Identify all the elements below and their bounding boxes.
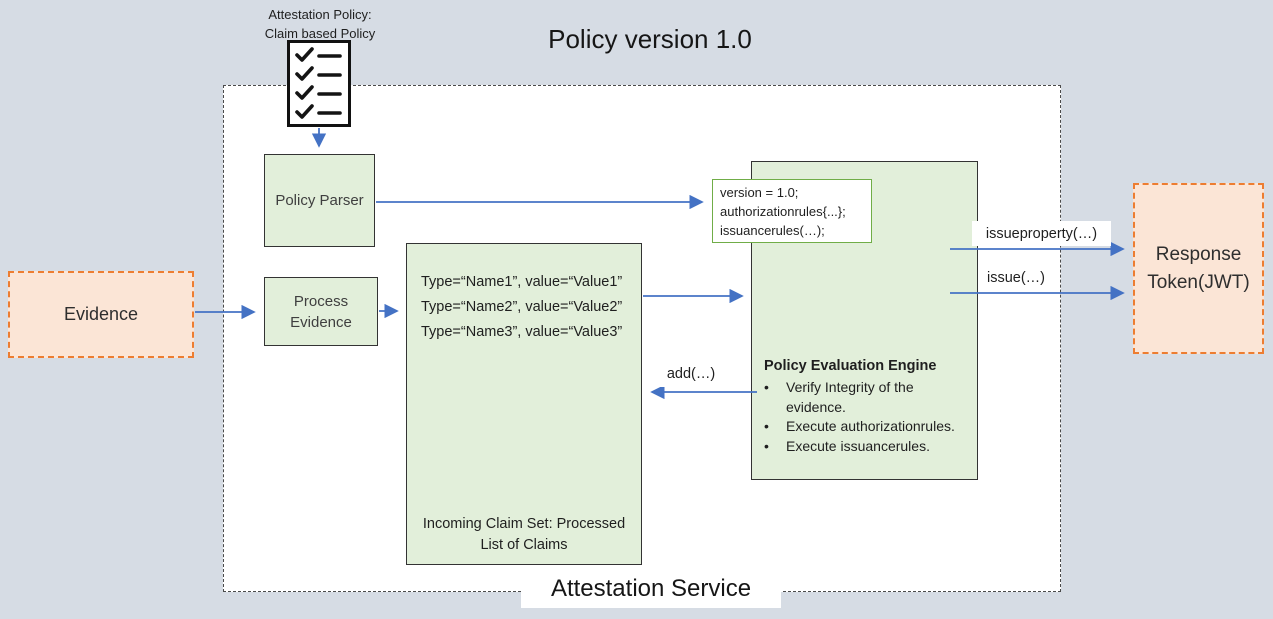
claim-line: Type=“Name3”, value=“Value3” — [421, 324, 623, 340]
page-title: Policy version 1.0 — [548, 24, 752, 54]
bullet-glyph: • — [764, 379, 769, 395]
claims-box-footer-line2: List of Claims — [480, 537, 568, 553]
bullet-text: Execute issuancerules. — [786, 437, 930, 454]
bullet-glyph: • — [764, 418, 769, 434]
response-token-label-line1: Response — [1155, 243, 1242, 265]
bullet-text: Verify Integrity of the evidence. — [786, 379, 914, 415]
evaluation-engine-bullet: • Verify Integrity of the evidence. — [764, 378, 969, 417]
process-evidence-label-line2: Evidence — [290, 313, 352, 331]
evidence-box: Evidence — [8, 271, 194, 358]
attestation-service-label: Attestation Service — [521, 570, 781, 608]
evidence-label: Evidence — [63, 304, 139, 324]
issueproperty-arrow-label: issueproperty(…) — [972, 221, 1111, 246]
policy-rules-box: version = 1.0; authorizationrules{...}; … — [712, 179, 872, 243]
checklist-icon — [287, 40, 351, 127]
checklist-icon-glyph — [295, 47, 342, 119]
policy-evaluation-engine-text: Policy Evaluation Engine • Verify Integr… — [764, 358, 969, 456]
bullet-text: Execute authorizationrules. — [786, 418, 955, 434]
claim-line: Type=“Name2”, value=“Value2” — [421, 299, 623, 315]
incoming-claim-set-box: Type=“Name1”, value=“Value1” Type=“Name2… — [406, 243, 642, 565]
policy-rules-line: issuancerules(…); — [720, 223, 825, 238]
attestation-policy-caption-line1: Attestation Policy: — [268, 7, 372, 22]
claims-box-footer-line1: Incoming Claim Set: Processed — [422, 516, 626, 532]
process-evidence-box: Process Evidence — [264, 277, 378, 346]
policy-evaluation-engine-title: Policy Evaluation Engine — [764, 358, 937, 374]
policy-rules-line: version = 1.0; — [720, 185, 799, 200]
claim-line: Type=“Name1”, value=“Value1” — [421, 274, 623, 290]
policy-parser-box: Policy Parser — [264, 154, 375, 247]
evaluation-engine-bullet: • Execute authorizationrules. — [764, 417, 969, 437]
policy-rules-line: authorizationrules{...}; — [720, 204, 846, 219]
evaluation-engine-bullet: • Execute issuancerules. — [764, 437, 969, 457]
response-token-label-line2: Token(JWT) — [1147, 271, 1250, 293]
attestation-policy-caption-line2: Claim based Policy — [264, 26, 376, 41]
attestation-policy-caption: Attestation Policy: Claim based Policy — [235, 5, 405, 43]
response-token-label: Response Token(JWT) — [1147, 241, 1249, 297]
claims-list: Type=“Name1”, value=“Value1” Type=“Name2… — [421, 270, 622, 345]
claims-box-footer: Incoming Claim Set: Processed List of Cl… — [407, 514, 641, 556]
issue-arrow-label: issue(…) — [980, 265, 1052, 290]
policy-parser-label: Policy Parser — [275, 192, 364, 209]
bullet-glyph: • — [764, 437, 769, 454]
add-arrow-label: add(…) — [652, 361, 730, 387]
response-token-box: Response Token(JWT) — [1133, 183, 1264, 354]
process-evidence-label-line1: Process — [293, 292, 349, 310]
process-evidence-label: Process Evidence — [290, 291, 352, 333]
